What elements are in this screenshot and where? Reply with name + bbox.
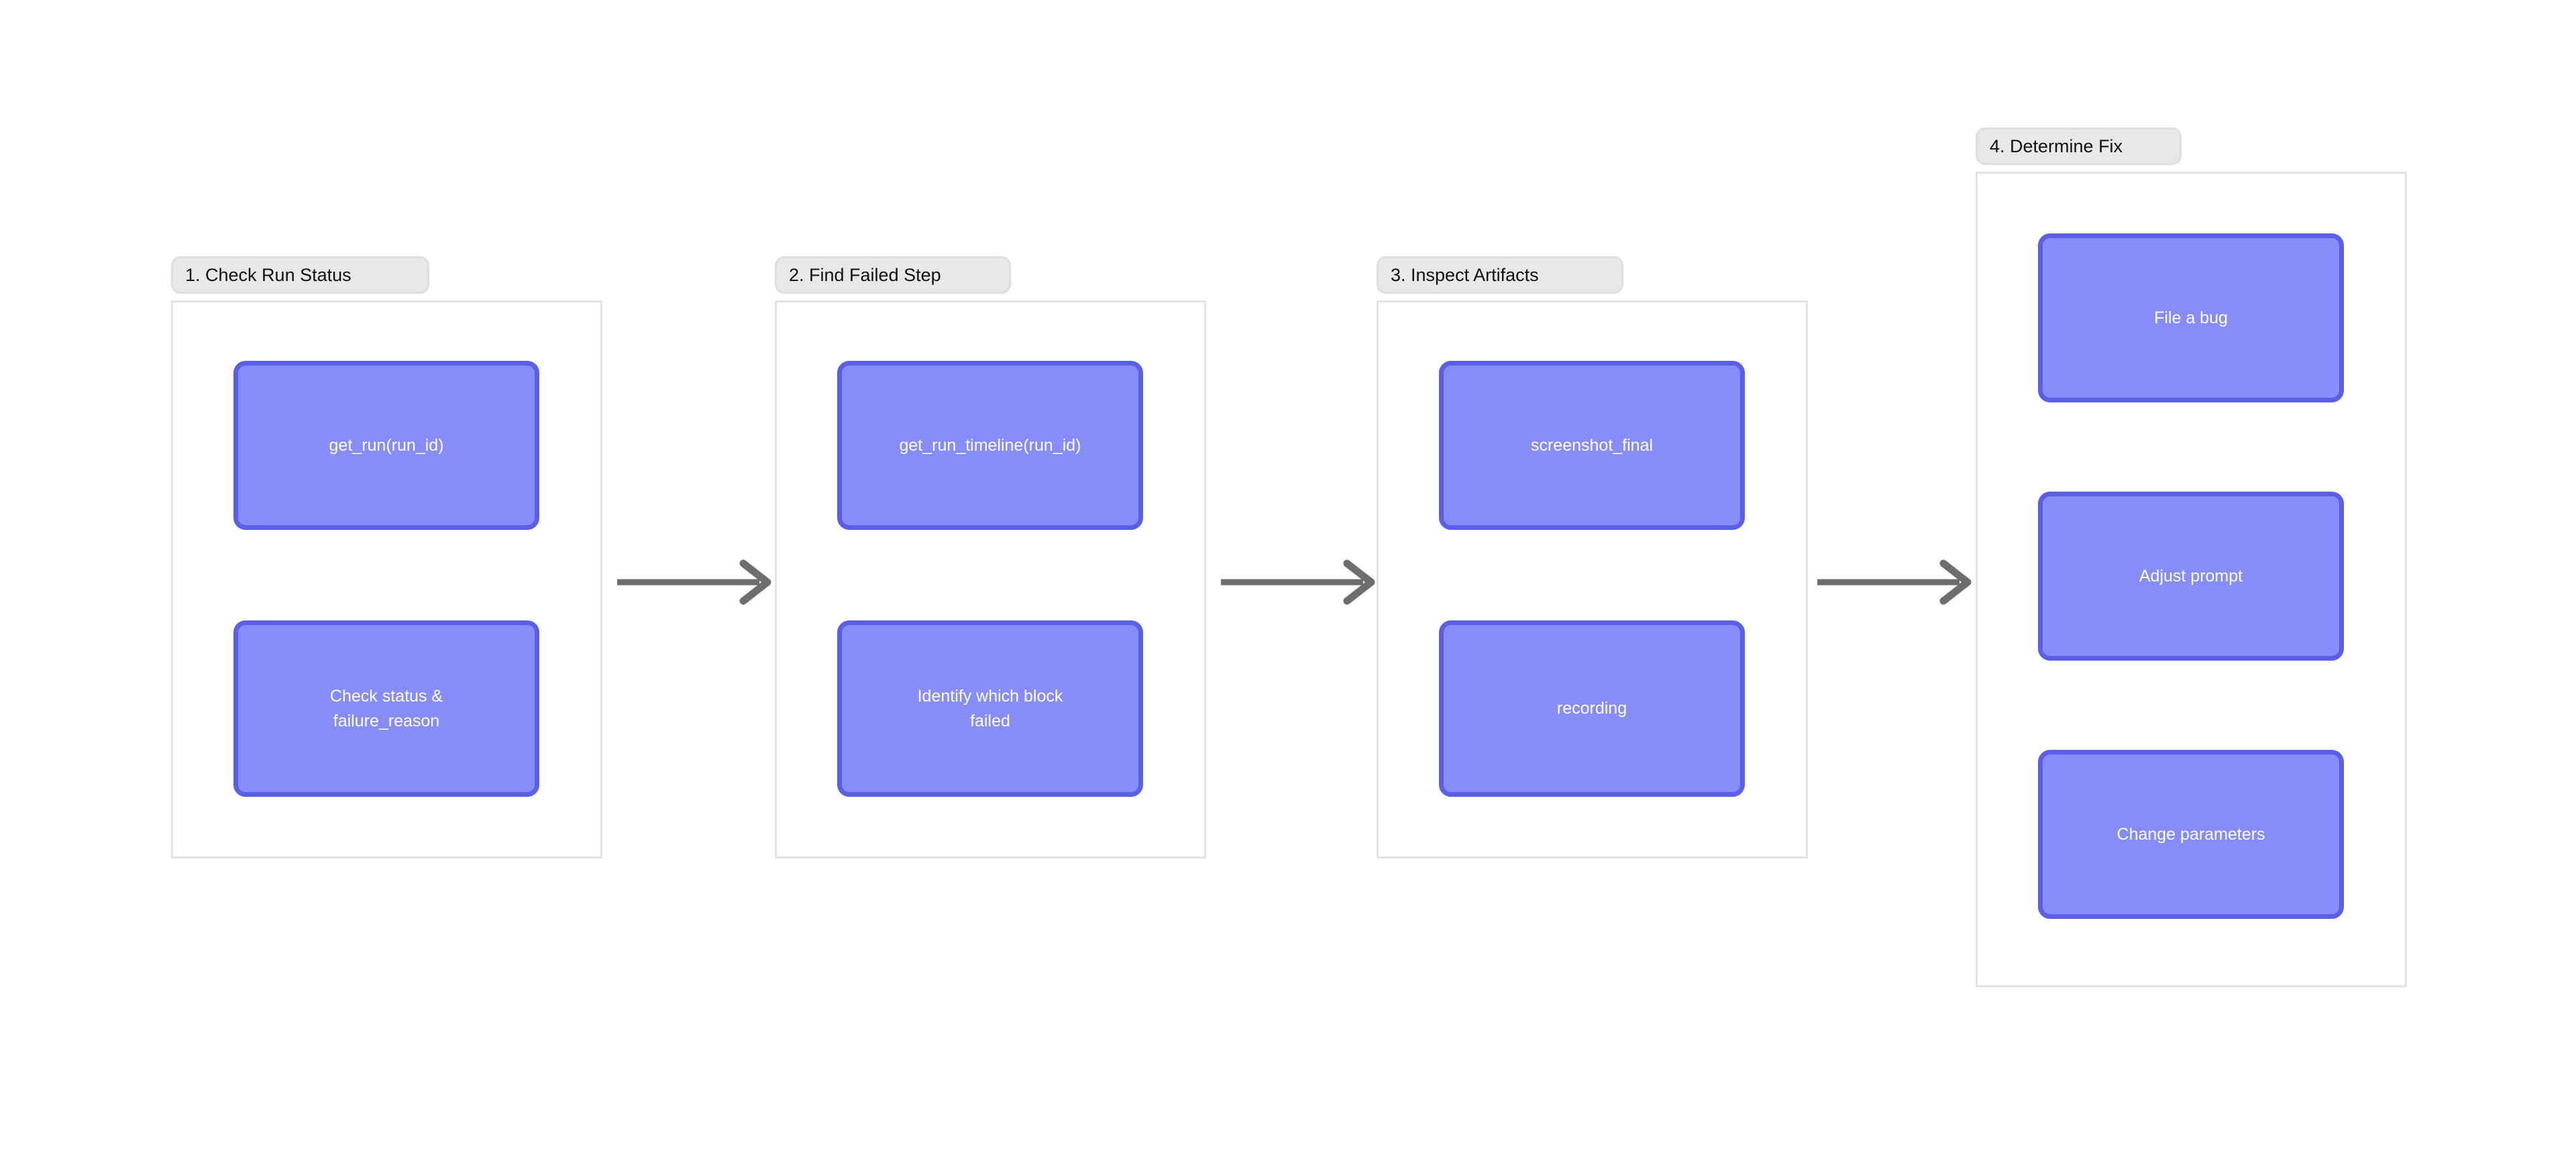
group-label-check-run-status: 1. Check Run Status xyxy=(171,256,429,294)
group-label-inspect-artifacts: 3. Inspect Artifacts xyxy=(1377,256,1623,294)
node-get-run[interactable]: get_run(run_id) xyxy=(233,361,539,530)
group-label-text: 2. Find Failed Step xyxy=(789,264,941,285)
node-label: screenshot_final xyxy=(1530,435,1654,455)
node-identify-which-block-failed[interactable]: Identify which block failed xyxy=(837,620,1143,797)
node-get-run-timeline[interactable]: get_run_timeline(run_id) xyxy=(837,361,1143,530)
node-label: recording xyxy=(1556,699,1627,718)
node-label: Adjust prompt xyxy=(2139,566,2243,586)
node-adjust-prompt[interactable]: Adjust prompt xyxy=(2038,492,2344,661)
node-check-status-failure-reason[interactable]: Check status & failure_reason xyxy=(233,620,539,797)
connector-arrow-1 xyxy=(616,554,777,610)
group-label-determine-fix: 4. Determine Fix xyxy=(1976,127,2182,165)
node-label: get_run(run_id) xyxy=(329,435,444,455)
node-label: Identify which block failed xyxy=(917,687,1063,730)
node-screenshot-final[interactable]: screenshot_final xyxy=(1439,361,1745,530)
node-file-a-bug[interactable]: File a bug xyxy=(2038,233,2344,402)
group-label-find-failed-step: 2. Find Failed Step xyxy=(775,256,1011,294)
node-label: File a bug xyxy=(2154,308,2228,327)
connector-arrow-2 xyxy=(1220,554,1381,610)
group-label-text: 4. Determine Fix xyxy=(1990,135,2123,156)
node-recording[interactable]: recording xyxy=(1439,620,1745,797)
node-label: Change parameters xyxy=(2116,824,2265,844)
node-label: Check status & failure_reason xyxy=(329,687,443,730)
group-label-text: 3. Inspect Artifacts xyxy=(1391,264,1539,285)
group-label-text: 1. Check Run Status xyxy=(185,264,352,285)
node-change-parameters[interactable]: Change parameters xyxy=(2038,750,2344,919)
node-label: get_run_timeline(run_id) xyxy=(899,435,1081,455)
connector-arrow-3 xyxy=(1816,554,1977,610)
